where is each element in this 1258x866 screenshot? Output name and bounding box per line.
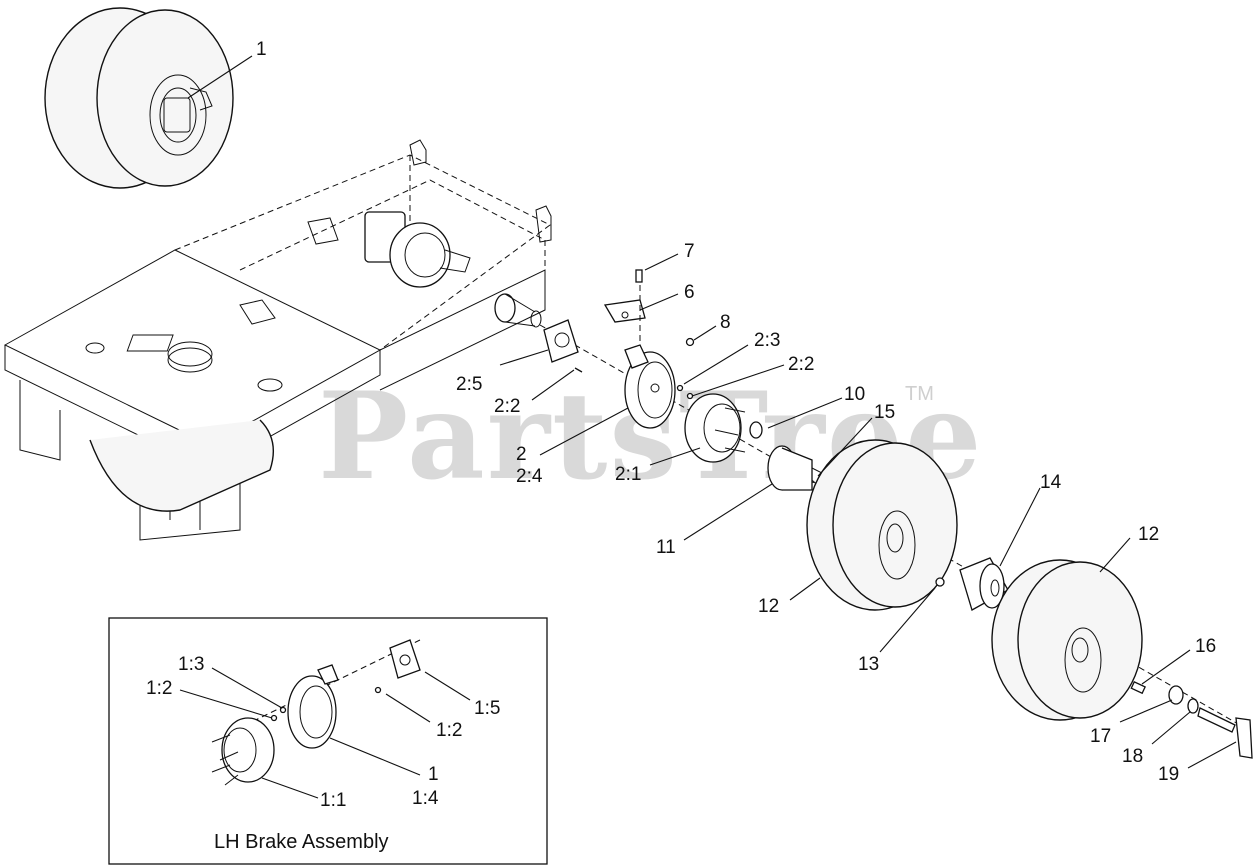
washer-10 bbox=[749, 421, 763, 439]
bolt-2-2 bbox=[574, 367, 583, 373]
watermark-trademark: TM bbox=[905, 383, 934, 405]
inset-caption: LH Brake Assembly bbox=[214, 831, 389, 853]
callout-15: 15 bbox=[874, 402, 895, 423]
right-tire bbox=[991, 559, 1143, 721]
top-left-tire bbox=[44, 7, 234, 189]
nut-18 bbox=[1187, 698, 1199, 714]
callout-18: 18 bbox=[1122, 746, 1143, 767]
leader-lines bbox=[187, 55, 1237, 769]
nut-8 bbox=[685, 337, 695, 347]
bolt-2-2-b bbox=[686, 392, 694, 400]
inset-callout-1-3: 1:3 bbox=[178, 654, 204, 675]
axle-stub bbox=[494, 293, 542, 328]
callout-2-2-right: 2:2 bbox=[788, 354, 814, 375]
brake-drum bbox=[684, 393, 746, 463]
brake-lever-6 bbox=[603, 299, 646, 323]
caster-hub bbox=[959, 557, 1009, 611]
spring-2-3 bbox=[676, 384, 684, 392]
hydraulic-motor bbox=[364, 211, 471, 288]
inset-lh-brake-assembly: 1:3 1:2 1:5 1:2 1 1:4 1:1 LH Brake Assem… bbox=[108, 617, 548, 865]
callout-2-2-left: 2:2 bbox=[494, 396, 520, 417]
callout-6: 6 bbox=[684, 282, 695, 303]
callout-16: 16 bbox=[1195, 636, 1216, 657]
callout-19: 19 bbox=[1158, 764, 1179, 785]
inset-callout-1: 1 bbox=[428, 764, 439, 785]
callout-2: 2 bbox=[516, 444, 527, 465]
callout-12-center: 12 bbox=[758, 596, 779, 617]
callout-labels: 1 7 6 8 2:3 2:2 10 15 2:5 2:2 2 2:4 2:1 … bbox=[256, 39, 1216, 785]
callout-7: 7 bbox=[684, 241, 695, 262]
callout-2-4: 2:4 bbox=[516, 466, 543, 487]
caster-fork-19 bbox=[1197, 707, 1253, 759]
inset-callout-1-2-right: 1:2 bbox=[436, 720, 462, 741]
wheel-hub bbox=[767, 445, 829, 491]
callout-1: 1 bbox=[256, 39, 267, 60]
callout-12-right: 12 bbox=[1138, 524, 1159, 545]
inset-callout-1-1: 1:1 bbox=[320, 790, 346, 811]
inset-callout-1-4: 1:4 bbox=[412, 788, 439, 809]
callout-2-1: 2:1 bbox=[615, 464, 641, 485]
center-tire bbox=[806, 439, 958, 611]
inset-callout-1-2-left: 1:2 bbox=[146, 678, 172, 699]
lug-nut-13 bbox=[935, 577, 945, 587]
callout-8: 8 bbox=[720, 312, 731, 333]
bolt-16 bbox=[1130, 680, 1146, 695]
mount-plate bbox=[543, 319, 579, 363]
callout-2-5: 2:5 bbox=[456, 374, 482, 395]
callout-13: 13 bbox=[858, 654, 879, 675]
brake-backing-plate bbox=[624, 344, 676, 429]
chassis-frame bbox=[3, 139, 552, 541]
callout-17: 17 bbox=[1090, 726, 1111, 747]
washer-17 bbox=[1168, 685, 1184, 705]
callout-11: 11 bbox=[656, 537, 676, 558]
callout-14: 14 bbox=[1040, 472, 1062, 493]
inset-callout-1-5: 1:5 bbox=[474, 698, 500, 719]
callout-2-3: 2:3 bbox=[754, 330, 780, 351]
callout-10: 10 bbox=[844, 384, 865, 405]
bolt-7 bbox=[635, 269, 643, 283]
